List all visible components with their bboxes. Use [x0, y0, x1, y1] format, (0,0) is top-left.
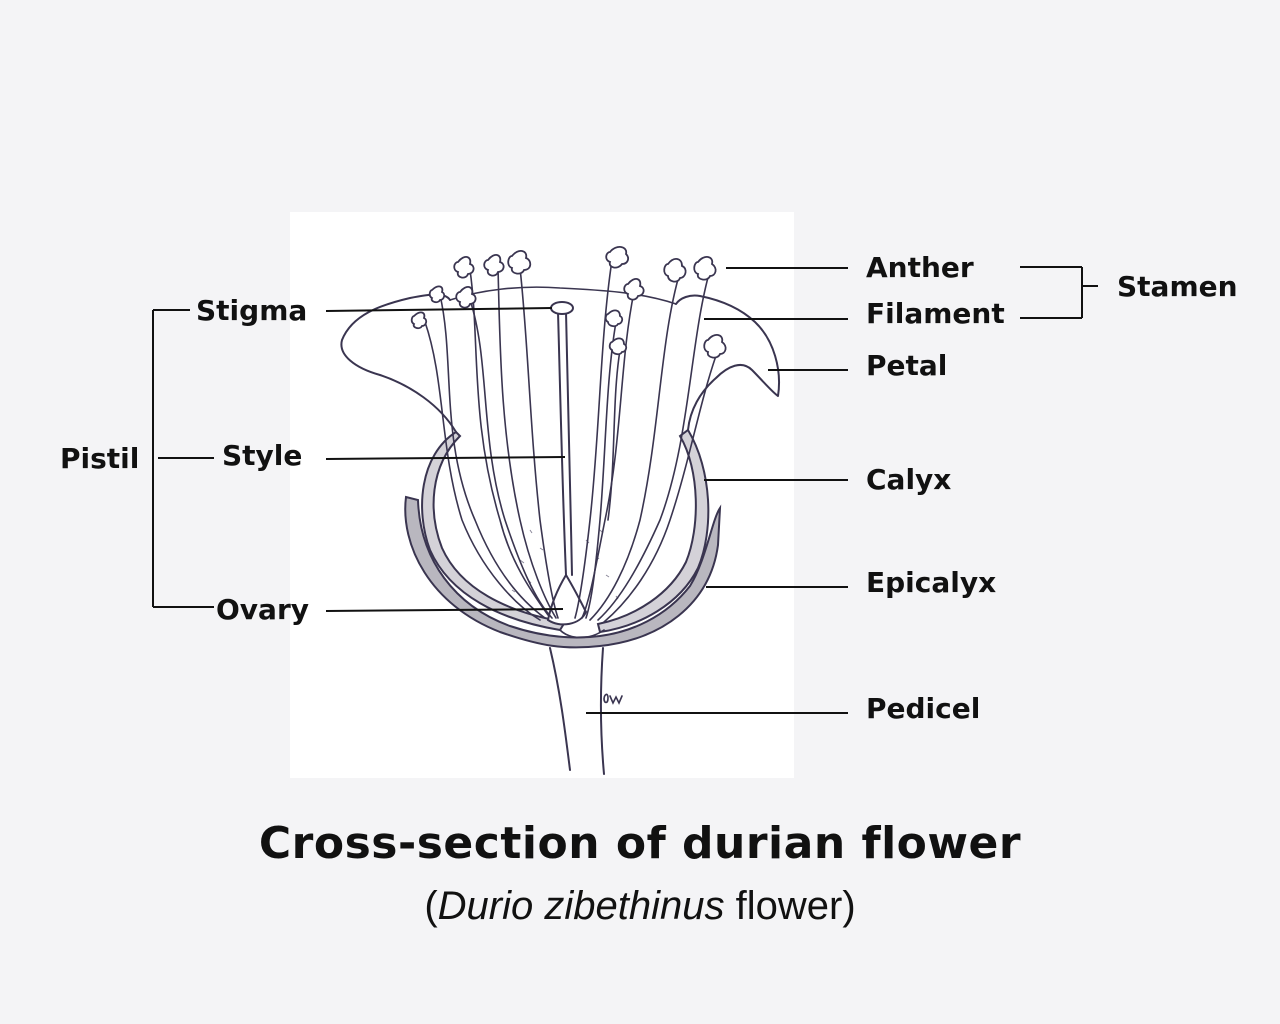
- flower-illustration: [340, 246, 780, 775]
- drawing-panel: [290, 212, 794, 778]
- subtitle-open: (: [424, 884, 438, 928]
- label-anther: Anther: [866, 251, 974, 284]
- stigma-shape: [550, 301, 574, 315]
- diagram-subtitle: (Durio zibethinus flower): [0, 884, 1280, 929]
- diagram-title: Cross-section of durian flower: [258, 818, 1022, 869]
- label-style: Style: [222, 439, 302, 472]
- label-pistil: Pistil: [60, 442, 139, 475]
- style-leader: [325, 456, 566, 460]
- ovary-leader: [325, 608, 564, 612]
- label-filament: Filament: [866, 297, 1005, 330]
- artist-signature: [603, 693, 623, 705]
- style-shape: [557, 311, 573, 576]
- label-ovary: Ovary: [216, 593, 309, 626]
- anthers: [410, 246, 727, 359]
- stamen-bracket: [1020, 266, 1098, 319]
- label-pedicel: Pedicel: [866, 692, 980, 725]
- subtitle-rest: flower): [724, 884, 856, 928]
- ovary-base: [559, 629, 605, 639]
- petal-left: [340, 293, 457, 433]
- stigma-leader: [325, 307, 553, 312]
- label-petal: Petal: [866, 349, 947, 382]
- label-stigma: Stigma: [196, 294, 307, 327]
- label-calyx: Calyx: [866, 463, 951, 496]
- pistil-bracket: [152, 309, 214, 608]
- pedicel-stalk: [549, 647, 605, 775]
- epicalyx-shape: [404, 495, 722, 649]
- petal-right: [675, 294, 780, 431]
- label-stamen: Stamen: [1117, 270, 1238, 303]
- label-epicalyx: Epicalyx: [866, 566, 996, 599]
- subtitle-species: Durio zibethinus: [437, 884, 725, 928]
